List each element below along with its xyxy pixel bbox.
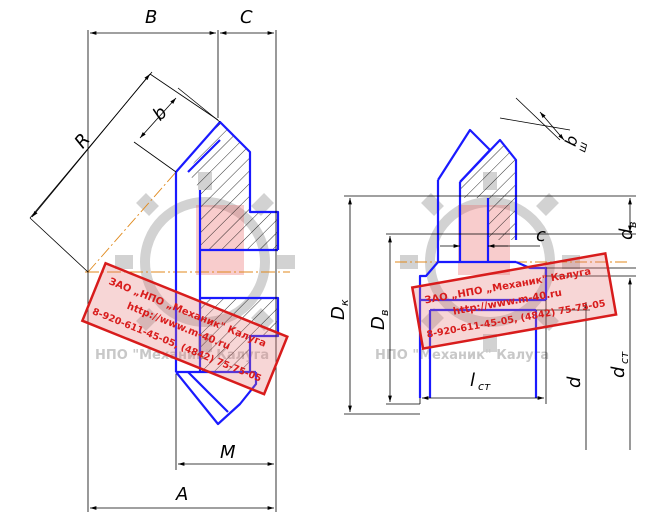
dim-label-b-right-sub: ш [575, 141, 590, 154]
dim-label-D-inner-sub: в [378, 310, 391, 316]
dim-label-B: B [145, 7, 157, 28]
dim-label-l: l [470, 370, 475, 391]
dim-label-c-small: c [536, 225, 546, 246]
dim-label-D-inner: D [368, 316, 389, 330]
gear-upper-section [188, 122, 278, 250]
dim-label-D-outer-sub: к [338, 299, 351, 306]
dim-label-b-left: b [149, 102, 172, 125]
bevel-gear-left-view: B C R b M A [29, 7, 290, 512]
watermark-text-right: НПО "Механик" Калуга [375, 348, 549, 363]
dim-label-d-top-sub: в [626, 222, 639, 228]
dim-label-d-hub-sub: ст [618, 351, 631, 364]
gear-outline [174, 120, 280, 426]
dim-label-d-shaft: d [564, 376, 585, 388]
dim-label-d-hub: d [608, 366, 629, 378]
dim-label-d-top: d [616, 228, 637, 240]
stamp-right: ЗАО „НПО „Механик" Калуга http://www.m-4… [410, 251, 618, 350]
dim-label-b-right: b [561, 133, 582, 148]
dim-label-M: M [220, 442, 236, 463]
gear-lower-section [200, 298, 278, 372]
dim-label-A: A [175, 484, 188, 505]
dim-label-l-sub: ст [478, 380, 491, 393]
gear-section-right-view: b ш d в c D к D в l ст d d ст [328, 97, 639, 450]
gear-dimension-lines [29, 30, 277, 512]
section-tooth-hatch [460, 140, 516, 240]
dim-label-C: C [240, 7, 253, 28]
dim-label-D-outer: D [328, 306, 349, 320]
section-dimension-lines [344, 97, 636, 450]
dim-label-R: R [70, 129, 94, 152]
